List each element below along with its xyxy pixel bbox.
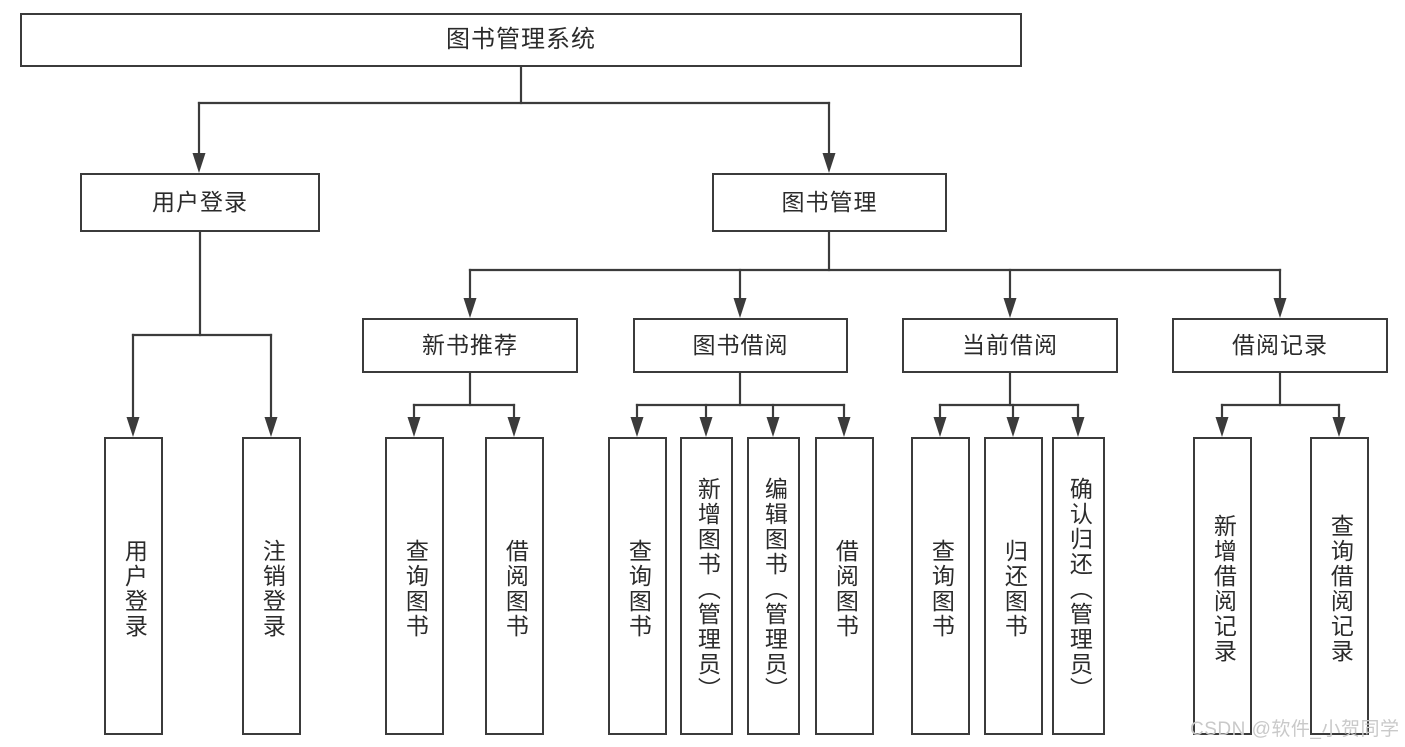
connector-arrow-icon <box>1071 417 1085 437</box>
node-label: 查询图书 <box>928 539 955 639</box>
node-leaf-borrow-book-2[interactable]: 借阅图书 <box>815 437 874 735</box>
node-label: 用户登录 <box>121 539 148 639</box>
node-label: 查询图书 <box>625 539 652 639</box>
node-borrow-record[interactable]: 借阅记录 <box>1172 318 1388 373</box>
connector-current-borrow-to-leaves <box>933 371 1085 437</box>
connector-book-manage-to-level2 <box>463 230 1287 318</box>
node-leaf-user-login[interactable]: 用户登录 <box>104 437 163 735</box>
node-label: 归还图书 <box>1001 539 1028 639</box>
node-label: 确认归还（管理员） <box>1066 476 1093 702</box>
node-label: 借阅图书 <box>502 539 529 639</box>
node-label: 图书管理 <box>781 188 878 215</box>
node-leaf-user-logout[interactable]: 注销登录 <box>242 437 301 735</box>
connector-arrow-icon <box>733 298 747 318</box>
node-leaf-edit-book-admin[interactable]: 编辑图书（管理员） <box>747 437 800 735</box>
connector-root-to-level1 <box>192 65 836 173</box>
node-leaf-add-borrow-record[interactable]: 新增借阅记录 <box>1193 437 1252 735</box>
connector-arrow-icon <box>1003 298 1017 318</box>
connector-arrow-icon <box>507 417 521 437</box>
node-label: 图书管理系统 <box>446 25 596 53</box>
node-label: 用户登录 <box>152 188 248 215</box>
node-label: 当前借阅 <box>962 331 1058 358</box>
node-label: 查询图书 <box>402 539 429 639</box>
node-user-login[interactable]: 用户登录 <box>80 173 320 232</box>
connector-arrow-icon <box>933 417 947 437</box>
node-label: 新书推荐 <box>422 331 518 358</box>
connector-book-borrow-to-leaves <box>630 371 851 437</box>
node-label: 图书借阅 <box>692 331 789 358</box>
node-root[interactable]: 图书管理系统 <box>20 13 1022 67</box>
connector-arrow-icon <box>407 417 421 437</box>
node-label: 新增图书（管理员） <box>694 476 721 702</box>
connector-arrow-icon <box>264 417 278 437</box>
node-label: 新增借阅记录 <box>1210 514 1237 664</box>
node-leaf-query-book-1[interactable]: 查询图书 <box>385 437 444 735</box>
node-new-book-recommend[interactable]: 新书推荐 <box>362 318 578 373</box>
node-label: 查询借阅记录 <box>1327 514 1354 664</box>
node-leaf-confirm-return-admin[interactable]: 确认归还（管理员） <box>1052 437 1105 735</box>
connector-arrow-icon <box>837 417 851 437</box>
node-label: 借阅记录 <box>1232 331 1328 358</box>
node-label: 编辑图书（管理员） <box>761 476 788 702</box>
node-leaf-query-borrow-record[interactable]: 查询借阅记录 <box>1310 437 1369 735</box>
connector-arrow-icon <box>1215 417 1229 437</box>
node-leaf-return-book[interactable]: 归还图书 <box>984 437 1043 735</box>
connector-arrow-icon <box>463 298 477 318</box>
connector-arrow-icon <box>126 417 140 437</box>
node-label: 借阅图书 <box>832 539 859 639</box>
connector-arrow-icon <box>699 417 713 437</box>
node-book-manage[interactable]: 图书管理 <box>712 173 947 232</box>
node-book-borrow[interactable]: 图书借阅 <box>633 318 848 373</box>
connector-arrow-icon <box>1332 417 1346 437</box>
connector-new-book-recommend-to-leaves <box>407 371 521 437</box>
connector-arrow-icon <box>192 153 206 173</box>
node-label: 注销登录 <box>259 539 286 639</box>
node-leaf-query-book-2[interactable]: 查询图书 <box>608 437 667 735</box>
connector-arrow-icon <box>766 417 780 437</box>
node-current-borrow[interactable]: 当前借阅 <box>902 318 1118 373</box>
connector-user-login-to-leaves <box>126 230 278 437</box>
connector-arrow-icon <box>630 417 644 437</box>
connector-arrow-icon <box>1006 417 1020 437</box>
node-leaf-add-book-admin[interactable]: 新增图书（管理员） <box>680 437 733 735</box>
node-leaf-query-book-3[interactable]: 查询图书 <box>911 437 970 735</box>
connector-arrow-icon <box>822 153 836 173</box>
connector-borrow-record-to-leaves <box>1215 371 1346 437</box>
node-leaf-borrow-book-1[interactable]: 借阅图书 <box>485 437 544 735</box>
connector-arrow-icon <box>1273 298 1287 318</box>
